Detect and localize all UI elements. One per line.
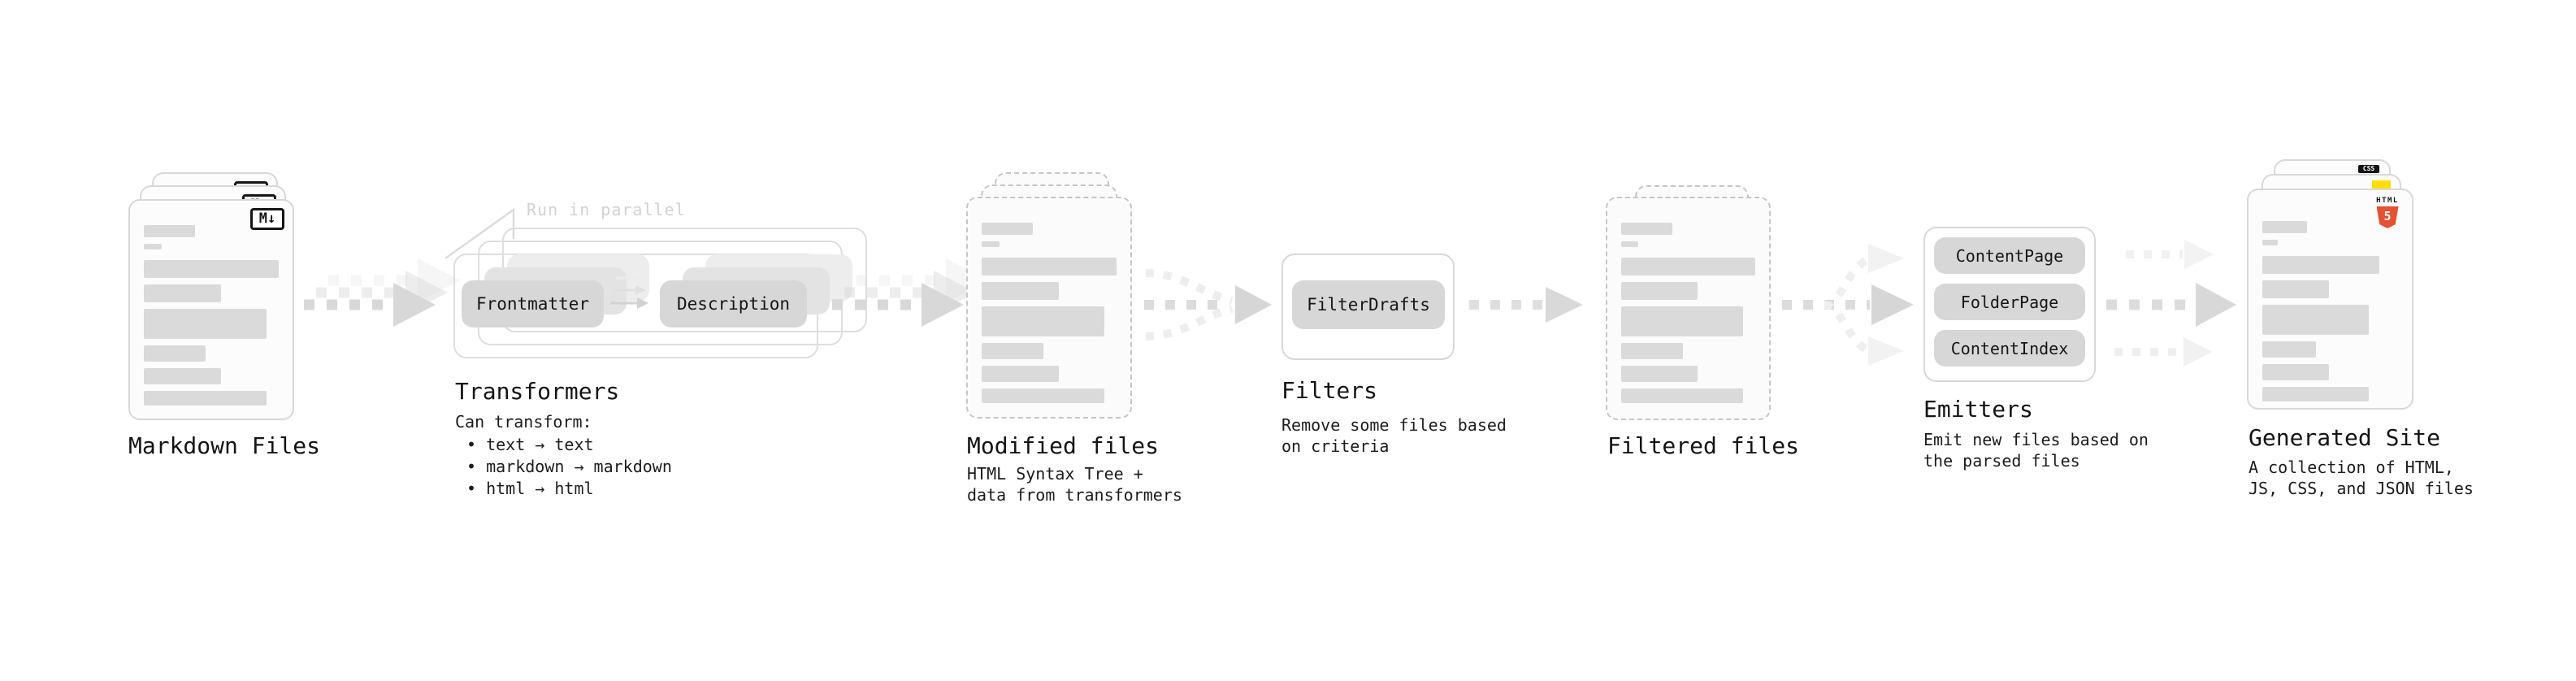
- filtered-files-title: Filtered files: [1607, 432, 1800, 459]
- bullet-item: markdown → markdown: [466, 456, 672, 478]
- site-doc-html: HTML 5: [2247, 189, 2413, 410]
- html5-icon: HTML 5: [2373, 197, 2402, 228]
- arrow-emitters-to-site-icon: [2106, 240, 2236, 367]
- markdown-doc-front: M↓: [128, 199, 294, 420]
- arrow-transformers-to-modified-icon: [832, 258, 988, 327]
- run-in-parallel-label: Run in parallel: [527, 200, 686, 219]
- modified-doc-front: [966, 197, 1132, 419]
- generated-site-desc: A collection of HTML, JS, CSS, and JSON …: [2249, 458, 2474, 498]
- doc-content-lines: [2262, 221, 2379, 401]
- callout-line-icon: [445, 207, 515, 260]
- node-contentindex: ContentIndex: [1934, 330, 2085, 367]
- emitters-box: [1923, 227, 2096, 382]
- filtered-doc-front: [1606, 197, 1771, 420]
- filters-box: [1281, 254, 1455, 360]
- filters-title: Filters: [1281, 377, 1378, 404]
- transformers-bullet-list: text → text markdown → markdown html → h…: [466, 434, 672, 500]
- arrow-filters-to-filtered-icon: [1469, 287, 1583, 323]
- transformers-title: Transformers: [455, 378, 620, 405]
- doc-content-lines: [982, 223, 1117, 403]
- arrow-markdown-to-transformers-icon: [304, 258, 460, 327]
- arrow-merge-to-filters-icon: [1144, 269, 1272, 340]
- filters-desc: Remove some files based on criteria: [1281, 415, 1507, 456]
- modified-files-title: Modified files: [967, 432, 1160, 459]
- markdown-file-icon: M↓: [250, 208, 284, 230]
- markdown-files-title: Markdown Files: [128, 432, 321, 459]
- doc-content-lines: [144, 225, 279, 406]
- bullet-item: html → html: [466, 478, 672, 500]
- modified-files-desc: HTML Syntax Tree + data from transformer…: [967, 464, 1182, 505]
- node-contentpage: ContentPage: [1934, 237, 2085, 274]
- node-filterdrafts: FilterDrafts: [1292, 280, 1445, 329]
- emitters-title: Emitters: [1923, 396, 2033, 423]
- node-folderpage: FolderPage: [1934, 284, 2085, 320]
- parallel-arrows-icon: [610, 273, 648, 309]
- generated-site-title: Generated Site: [2249, 424, 2441, 451]
- doc-content-lines: [1621, 223, 1755, 403]
- node-frontmatter: Frontmatter: [462, 280, 604, 327]
- arrow-fanout-to-emitters-icon: [1782, 244, 1914, 366]
- bullet-item: text → text: [466, 434, 672, 456]
- transformers-desc-heading: Can transform:: [455, 412, 592, 432]
- emitters-desc: Emit new files based on the parsed files: [1923, 430, 2149, 471]
- js-file-icon: [2372, 180, 2391, 189]
- node-description: Description: [660, 280, 807, 327]
